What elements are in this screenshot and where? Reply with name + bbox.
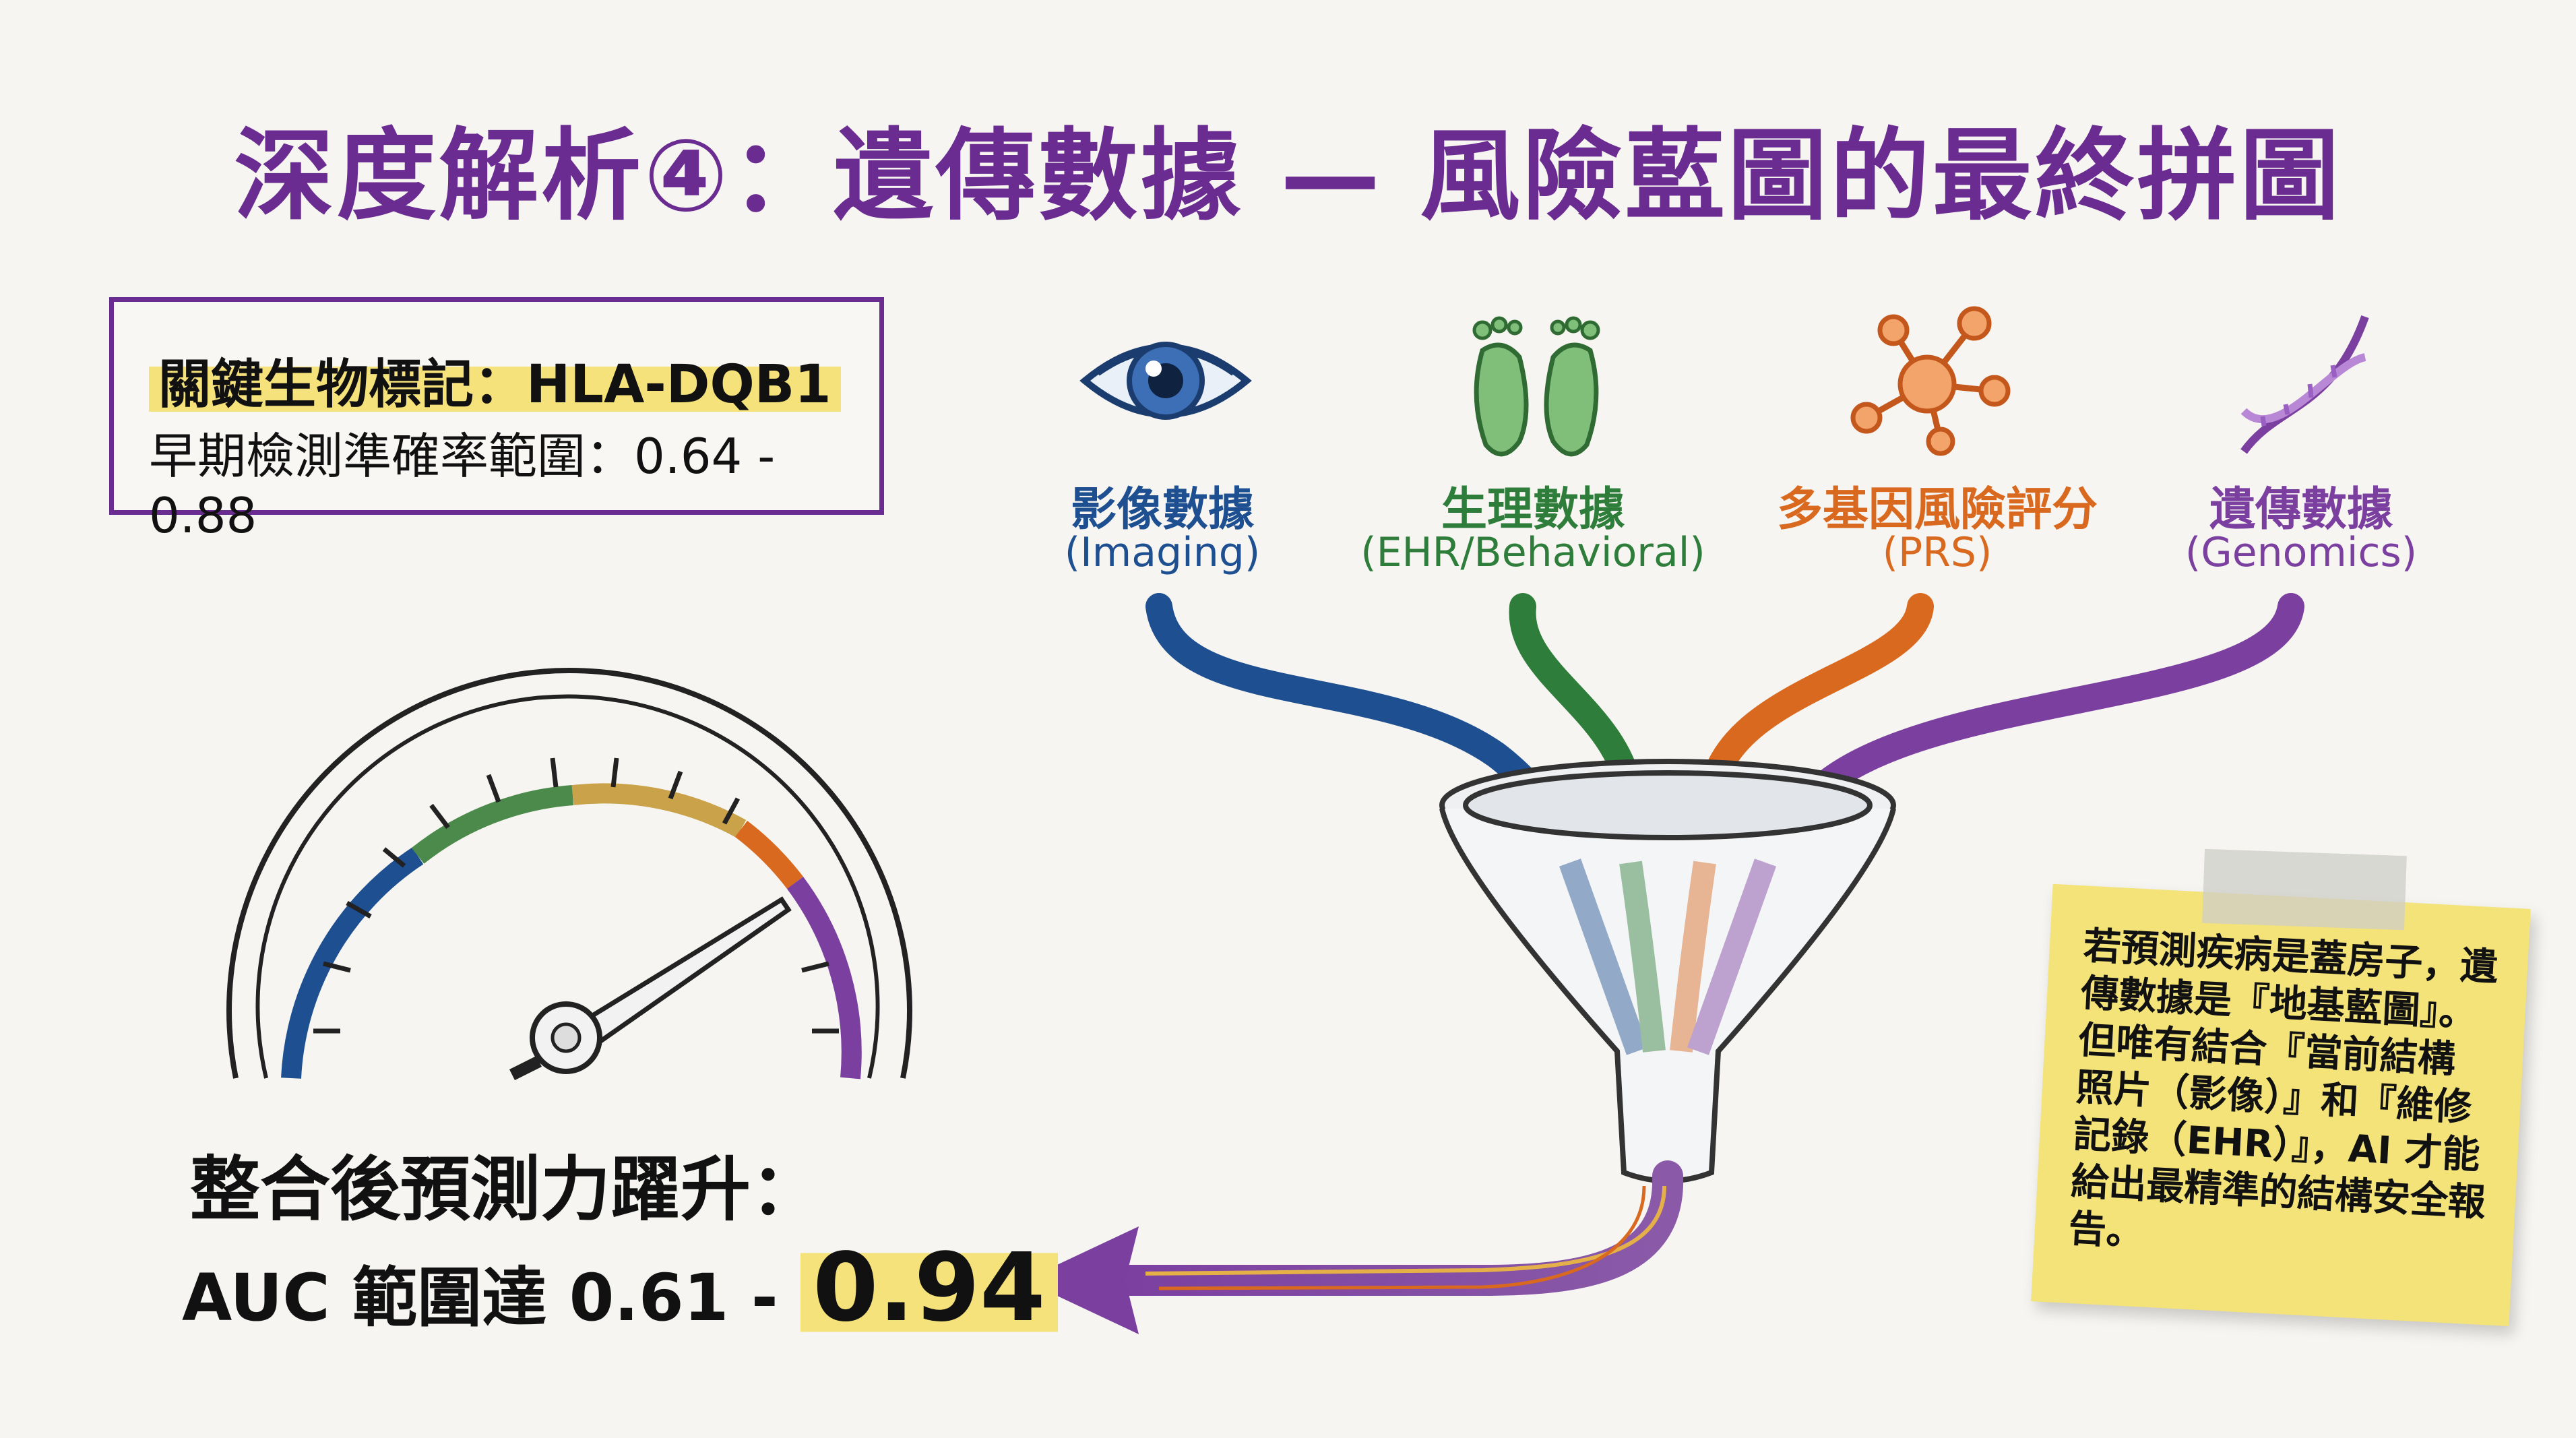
dna-icon xyxy=(2240,315,2369,454)
page-title: 深度解析④：遺傳數據 — 風險藍圖的最終拼圖 xyxy=(234,118,2342,234)
gauge xyxy=(226,668,912,1080)
source-sub-prs: (PRS) xyxy=(1882,529,1992,576)
footprints-icon xyxy=(1472,316,1600,457)
source-sub-imaging: (Imaging) xyxy=(1064,529,1261,576)
source-label-imaging: 影像數據 xyxy=(1070,483,1254,536)
sticky-note: 若預測疾病是蓋房子，遺傳數據是『地基藍圖』。但唯有結合『當前結構 照片（影像）』… xyxy=(2031,883,2531,1327)
gauge-needle xyxy=(569,896,792,1055)
molecule-icon xyxy=(1850,306,2011,456)
source-sub-genomics: (Genomics) xyxy=(2185,529,2418,576)
source-label-prs: 多基因風險評分 xyxy=(1776,483,2098,536)
source-sub-ehr: (EHR/Behavioral) xyxy=(1360,529,1705,576)
source-label-ehr: 生理數據 xyxy=(1441,483,1625,536)
auc-line: AUC 範圍達 0.61 - 0.94 xyxy=(182,1233,1058,1343)
eye-icon xyxy=(1079,342,1252,420)
flow-imaging xyxy=(1145,593,1557,809)
biomarker-box: 關鍵生物標記：HLA-DQB1 早期檢測準確率範圍：0.64 - 0.88 xyxy=(109,297,884,544)
source-label-genomics: 遺傳數據 xyxy=(2209,483,2393,536)
biomarker-label: 關鍵生物標記：HLA-DQB1 xyxy=(149,342,841,418)
note-text: 若預測疾病是蓋房子，遺傳數據是『地基藍圖』。但唯有結合『當前結構 照片（影像）』… xyxy=(2067,924,2499,1255)
auc-value: 0.94 xyxy=(800,1233,1058,1343)
gauge-ticks xyxy=(313,757,839,1034)
note-tape xyxy=(2202,848,2407,931)
biomarker-range: 早期檢測準確率範圍：0.64 - 0.88 xyxy=(149,428,776,544)
auc-prefix: AUC 範圍達 0.61 - xyxy=(182,1260,801,1336)
result-title: 整合後預測力躍升： xyxy=(189,1148,821,1230)
funnel xyxy=(1439,759,1896,1184)
